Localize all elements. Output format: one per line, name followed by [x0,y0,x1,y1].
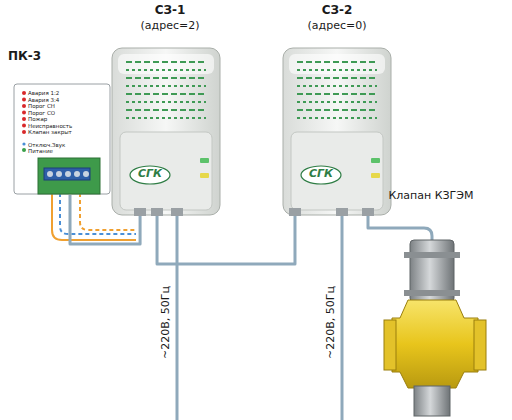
indicator-label: Клапан закрыт [28,129,72,135]
valve-label: Клапан КЗГЭМ [389,190,474,203]
device-title: СЗ-1 [155,4,186,18]
cable [368,216,370,228]
indicator-label: Питание [28,148,53,154]
cable-line [70,195,140,244]
device-address: (адрес=2) [141,20,200,33]
power-label: ~220В, 50Гц [323,284,336,361]
control-panel: ПК-3Авария 1:2Авария 3:4Порог СНПорог СО… [8,50,114,195]
brand-logo: СГК [138,168,162,181]
cable-line [368,216,370,228]
device-title: СЗ-2 [322,4,353,18]
indicator-label: Порог СО [28,110,55,116]
gas-detector: СЗ-1 (адрес=2) СГК [112,4,220,216]
indicator-label: Пожар [28,116,47,122]
brand-logo: СГК [309,168,333,181]
indicator-label: Неисправность [28,123,72,129]
cable [70,195,140,244]
gas-valve [384,240,486,416]
cable-line [157,216,295,264]
indicator-label: Авария 1:2 [28,90,59,96]
indicator-label: Отключ.Звук [28,142,65,148]
indicator-label: Порог СН [28,103,55,109]
cable [157,216,295,264]
gas-detector: СЗ-2 (адрес=0) СГК [283,4,391,216]
gas-valve: Клапан КЗГЭМ [370,188,492,416]
gas-detector [283,48,391,216]
power-label: ~220В, 50Гц [158,284,171,361]
panel-title: ПК-3 [8,50,41,64]
indicator-label: Авария 3:4 [28,97,59,103]
power-cord [177,215,342,420]
gas-detector [112,48,220,216]
device-address: (адрес=0) [308,20,367,33]
control-panel [14,84,110,194]
